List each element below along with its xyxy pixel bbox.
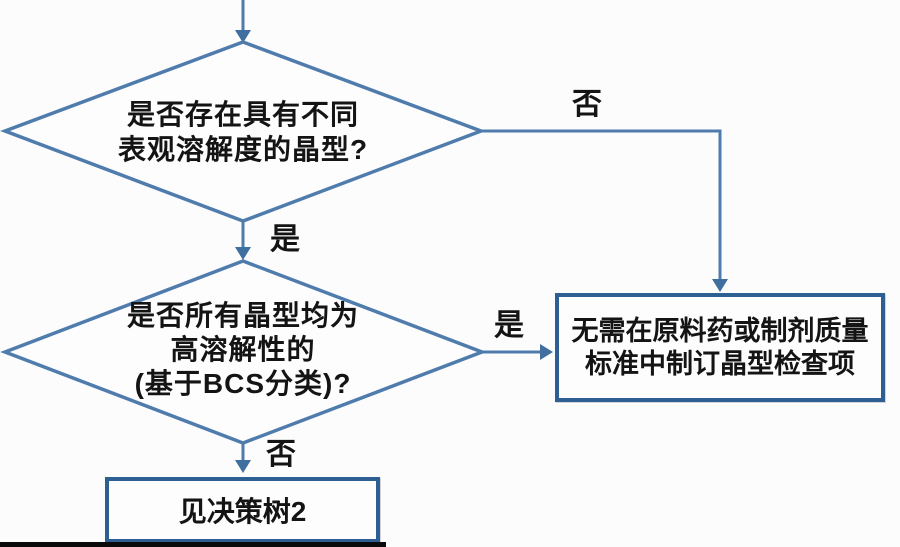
outcome-tree2-label: 见决策树2 xyxy=(178,496,307,527)
decision-2-line1: 是否所有晶型均为 xyxy=(126,300,359,331)
decision-1-text: 是否存在具有不同 表观溶解度的晶型? xyxy=(73,97,413,167)
bottom-black-bar xyxy=(0,542,386,547)
edge-yes-1 xyxy=(235,221,251,260)
decision-2-line2: 高溶解性的 xyxy=(170,334,316,365)
decision-1-line2: 表观溶解度的晶型? xyxy=(117,134,369,165)
outcome-no-spec-line1: 无需在原料药或制剂质量 xyxy=(571,315,869,346)
edge-label-yes-2: 是 xyxy=(494,309,524,342)
outcome-box-tree2: 见决策树2 xyxy=(105,477,380,543)
outcome-box-no-spec: 无需在原料药或制剂质量 标准中制订晶型检查项 xyxy=(555,293,885,402)
decision-1-line1: 是否存在具有不同 xyxy=(126,99,359,130)
edge-label-yes-1: 是 xyxy=(270,223,300,256)
edge-yes-2 xyxy=(482,344,553,360)
decision-2-text: 是否所有晶型均为 高溶解性的 (基于BCS分类)? xyxy=(73,299,413,401)
start-arrow xyxy=(235,0,251,43)
outcome-no-spec-line2: 标准中制订晶型检查项 xyxy=(585,348,855,379)
edge-no-2 xyxy=(235,443,251,473)
decision-2-line3: (基于BCS分类)? xyxy=(134,368,352,399)
edge-label-no-2: 否 xyxy=(266,438,296,471)
edge-label-no-1: 否 xyxy=(572,88,602,121)
edge-no-1 xyxy=(481,129,728,292)
